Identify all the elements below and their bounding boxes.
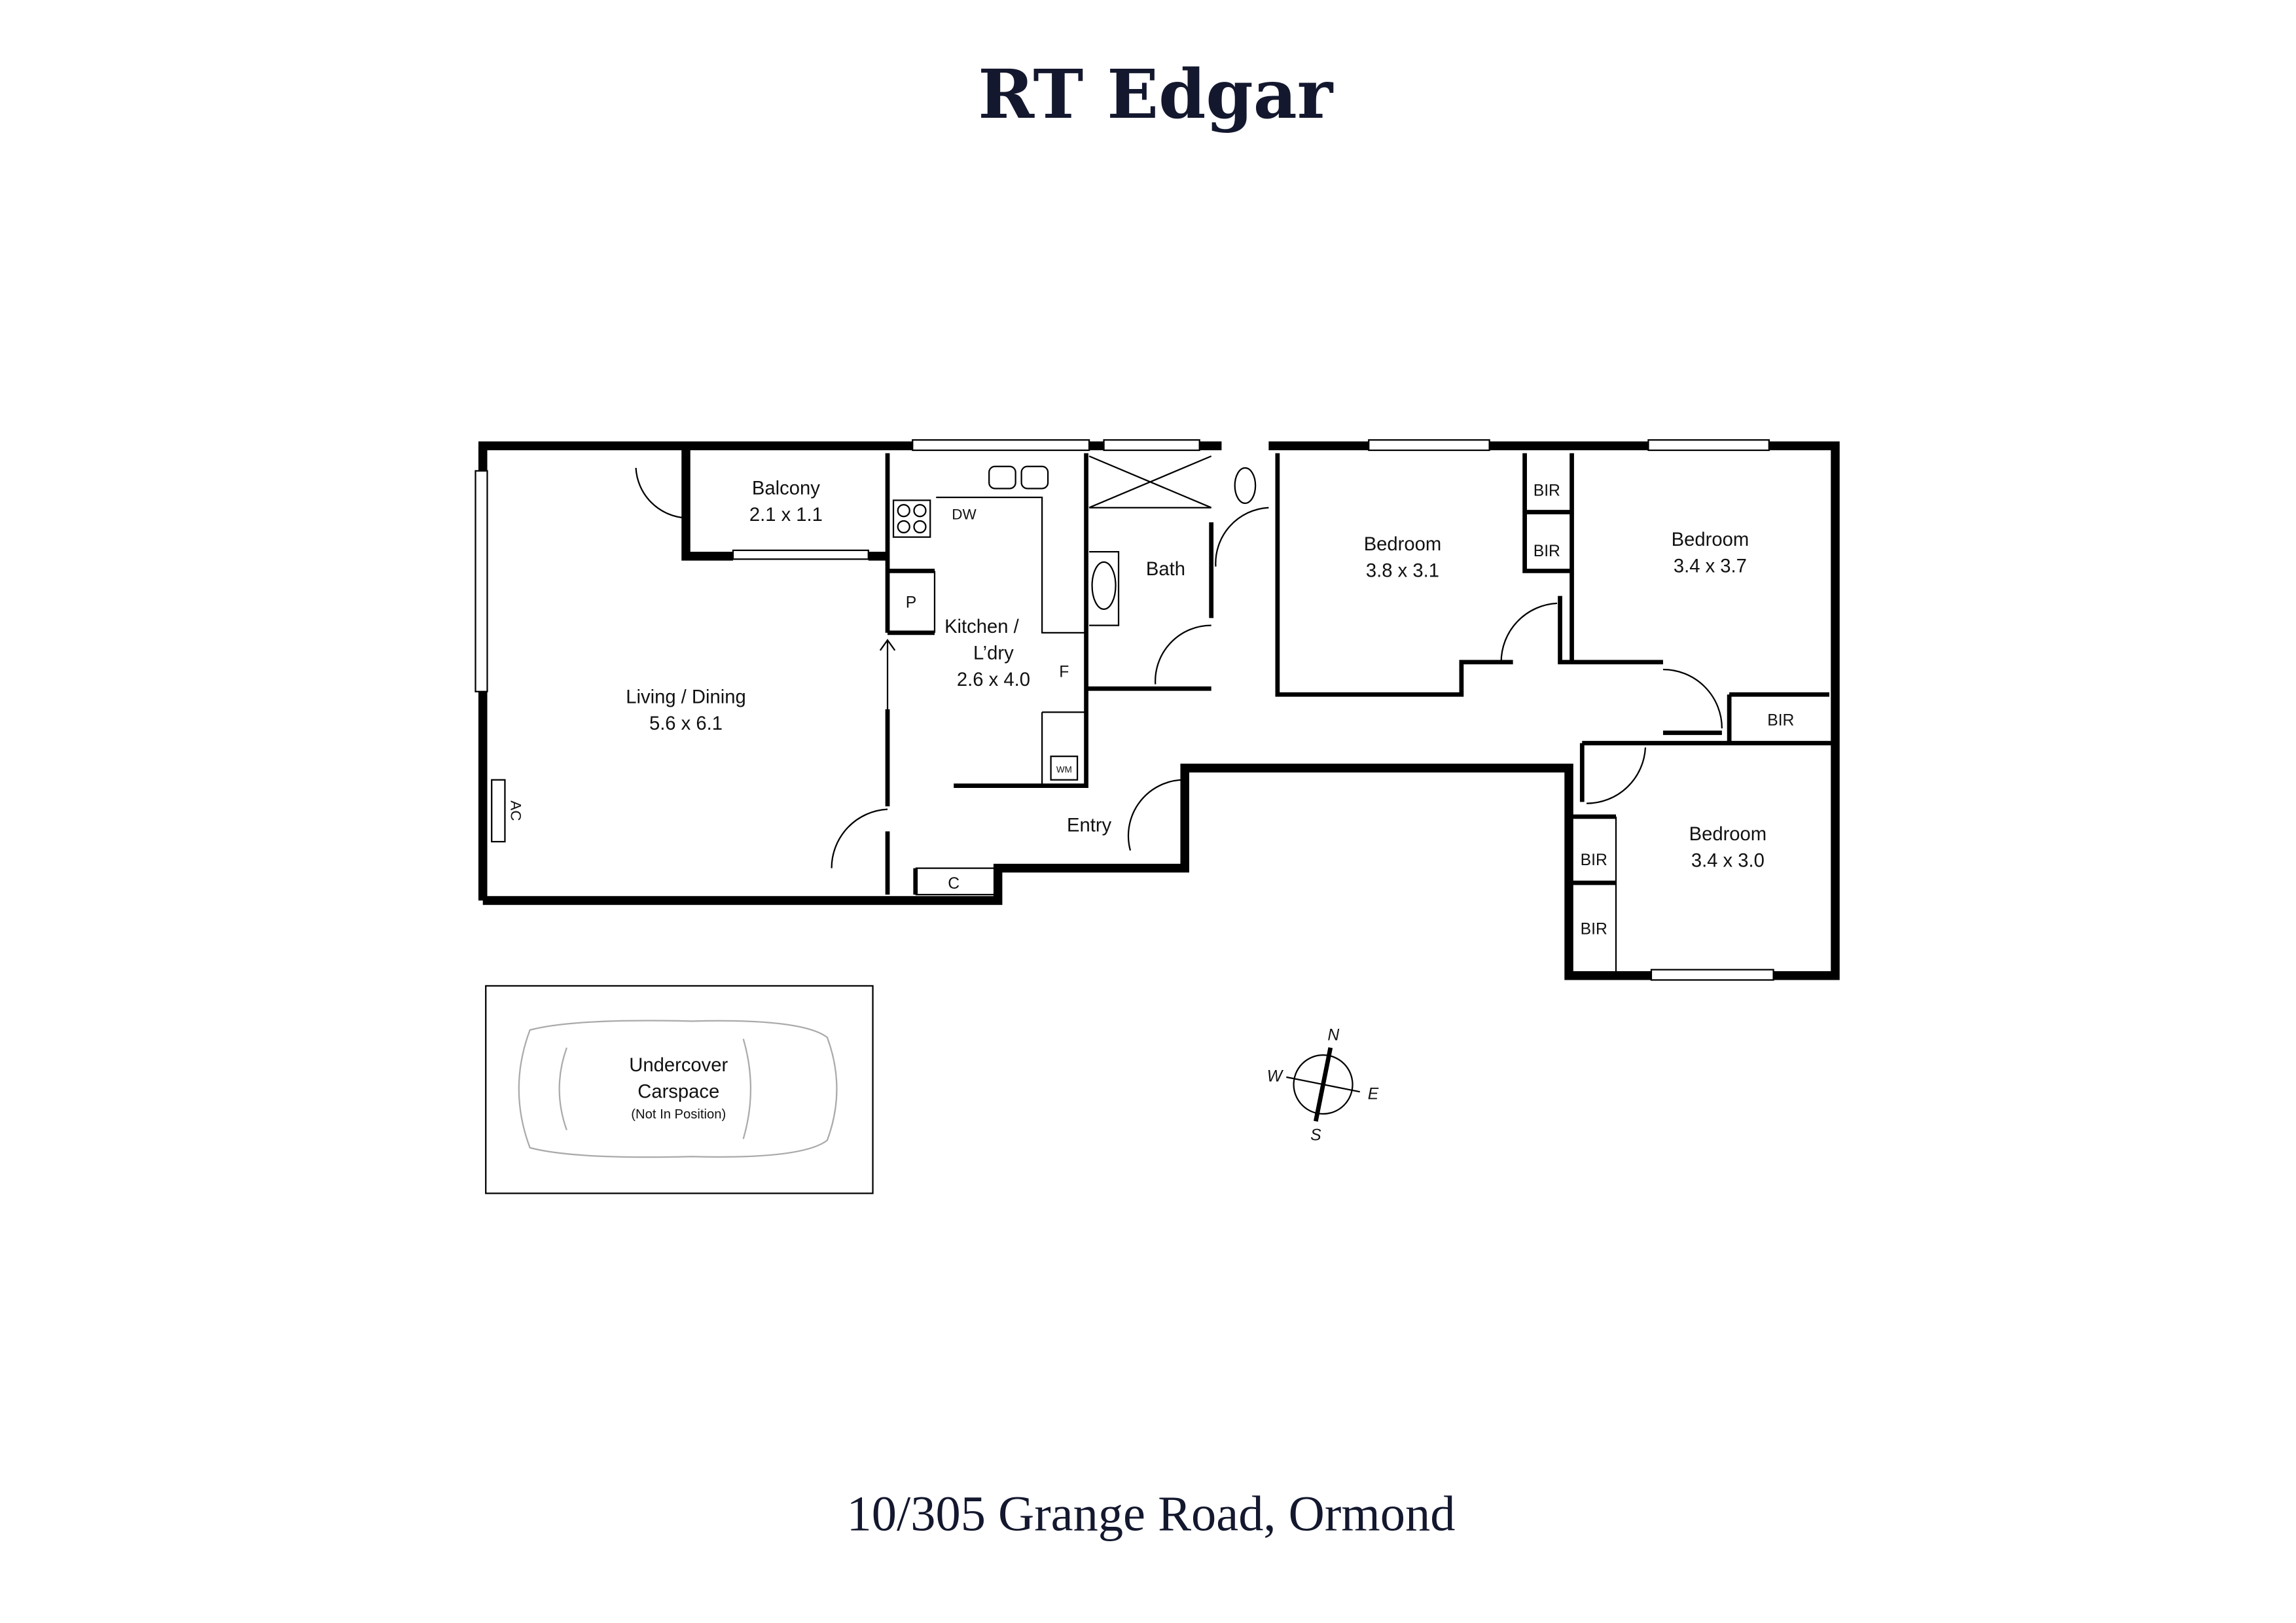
cupboard-label: C [948, 875, 960, 893]
carspace: Undercover Carspace (Not In Position) [485, 985, 874, 1194]
compass-w: W [1267, 1068, 1284, 1086]
bir-label: BIR [1534, 482, 1560, 500]
bath-label: Bath [1146, 559, 1185, 580]
bedroom-1-size: 3.8 x 3.1 [1366, 560, 1439, 581]
compass-n: N [1327, 1027, 1339, 1044]
bir-label: BIR [1581, 921, 1607, 938]
entry-label: Entry [1067, 815, 1112, 836]
compass: N E S W [1267, 1027, 1379, 1145]
ac-label: AC [507, 800, 524, 821]
property-address: 10/305 Grange Road, Ormond [847, 1486, 1456, 1541]
bedroom-3-size: 3.4 x 3.0 [1691, 850, 1765, 871]
dishwasher-label: DW [952, 507, 977, 523]
bedroom-1-label: Bedroom [1364, 534, 1442, 555]
bir-label: BIR [1767, 711, 1794, 729]
pantry-label: P [906, 594, 916, 612]
carspace-label-2: Carspace [637, 1081, 719, 1102]
compass-s: S [1310, 1127, 1321, 1145]
balcony-label: Balcony [752, 478, 820, 499]
carspace-label: Undercover [629, 1055, 728, 1076]
kitchen-label: Kitchen / [944, 616, 1020, 637]
fridge-label: F [1059, 663, 1069, 681]
compass-e: E [1368, 1086, 1379, 1103]
brand-logo: RT Edgar [978, 55, 1333, 134]
bedroom-2-size: 3.4 x 3.7 [1674, 556, 1747, 577]
carspace-note: (Not In Position) [631, 1107, 726, 1122]
washing-machine-label: WM [1056, 764, 1072, 774]
bir-label: BIR [1581, 851, 1607, 869]
kitchen-size: 2.6 x 4.0 [957, 669, 1030, 690]
bedroom-2-label: Bedroom [1672, 529, 1749, 550]
car-icon [518, 1020, 838, 1158]
bir-label: BIR [1534, 543, 1560, 560]
balcony-size: 2.1 x 1.1 [749, 505, 823, 526]
bedroom-3-label: Bedroom [1689, 824, 1767, 845]
living-label: Living / Dining [626, 687, 746, 708]
floorplan: Balcony 2.1 x 1.1 Living / Dining 5.6 x … [475, 439, 1840, 981]
living-size: 5.6 x 6.1 [649, 713, 723, 734]
kitchen-label-2: L’dry [973, 643, 1014, 664]
